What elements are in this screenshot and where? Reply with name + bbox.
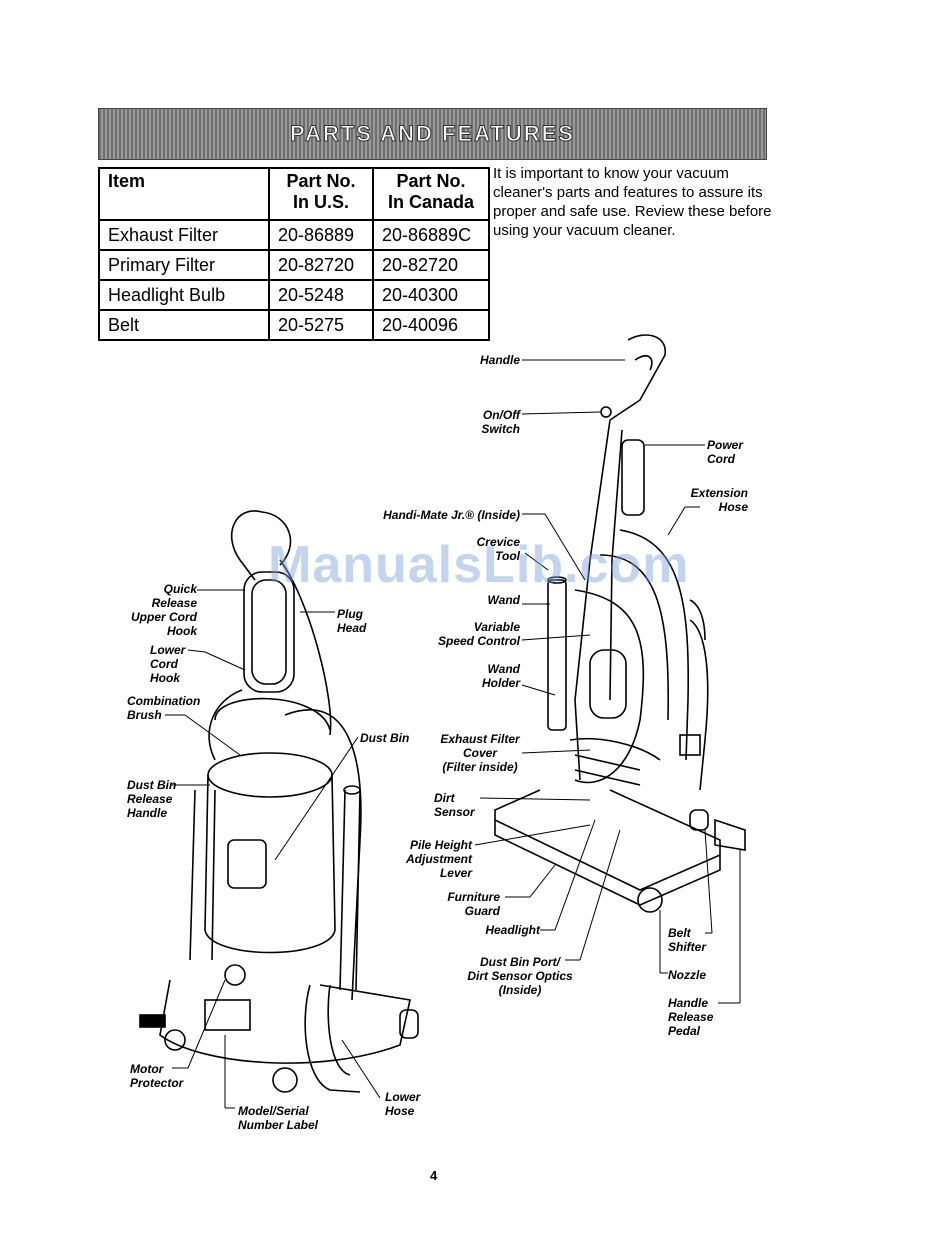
label-exhaust-filter-cover: Exhaust Filter Cover (Filter inside) bbox=[440, 732, 520, 774]
cell-canada: 20-40300 bbox=[372, 279, 490, 311]
page-number: 4 bbox=[430, 1168, 438, 1183]
leader-lines-left bbox=[165, 589, 381, 1109]
label-dust-bin: Dust Bin bbox=[360, 731, 410, 745]
col-header-us: Part No. In U.S. bbox=[268, 167, 374, 221]
parts-table: Item Part No. In U.S. Part No. In Canada… bbox=[98, 167, 490, 341]
label-model-serial: Model/Serial Number Label bbox=[238, 1104, 319, 1132]
label-dust-bin-port: Dust Bin Port/ Dirt Sensor Optics (Insid… bbox=[467, 955, 573, 997]
label-extension-hose: Extension Hose bbox=[690, 486, 748, 514]
table-row: Primary Filter 20-82720 20-82720 bbox=[98, 249, 490, 281]
label-nozzle: Nozzle bbox=[668, 968, 707, 982]
label-power-cord: Power Cord bbox=[707, 438, 744, 466]
cell-item: Exhaust Filter bbox=[98, 219, 270, 251]
col-header-item: Item bbox=[98, 167, 270, 221]
label-variable-speed: Variable Speed Control bbox=[437, 620, 520, 648]
table-header-row: Item Part No. In U.S. Part No. In Canada bbox=[98, 167, 490, 221]
label-handle: Handle bbox=[479, 353, 520, 367]
col-header-canada: Part No. In Canada bbox=[372, 167, 490, 221]
cell-canada: 20-86889C bbox=[372, 219, 490, 251]
front-vacuum-drawing bbox=[494, 334, 746, 913]
cell-item: Headlight Bulb bbox=[98, 279, 270, 311]
label-lower-hose: Lower Hose bbox=[385, 1090, 421, 1118]
label-headlight: Headlight bbox=[485, 923, 540, 937]
label-belt-shifter: Belt Shifter bbox=[668, 926, 707, 954]
label-lower-cord-hook: Lower Cord Hook bbox=[150, 643, 186, 685]
cell-item: Primary Filter bbox=[98, 249, 270, 281]
label-furniture-guard: Furniture Guard bbox=[447, 890, 500, 918]
cell-us: 20-82720 bbox=[268, 249, 374, 281]
watermark: ManualsLib.com bbox=[268, 536, 690, 594]
section-title: PARTS AND FEATURES bbox=[290, 121, 575, 147]
cell-us: 20-5248 bbox=[268, 279, 374, 311]
label-wand-holder: Wand Holder bbox=[481, 662, 520, 690]
rear-vacuum-drawing bbox=[139, 510, 419, 1093]
leader-lines-right bbox=[474, 359, 741, 1004]
label-handle-release-pedal: Handle Release Pedal bbox=[668, 996, 714, 1038]
section-banner: PARTS AND FEATURES bbox=[98, 108, 767, 160]
label-wand: Wand bbox=[487, 593, 520, 607]
label-crevice-tool: Crevice Tool bbox=[476, 535, 520, 563]
cell-canada: 20-82720 bbox=[372, 249, 490, 281]
label-motor-protector: Motor Protector bbox=[130, 1062, 184, 1090]
intro-paragraph: It is important to know your vacuum clea… bbox=[493, 165, 772, 239]
table-row: Headlight Bulb 20-5248 20-40300 bbox=[98, 279, 490, 311]
cell-canada: 20-40096 bbox=[372, 309, 490, 341]
label-dirt-sensor: Dirt Sensor bbox=[434, 791, 475, 819]
cell-us: 20-86889 bbox=[268, 219, 374, 251]
cell-item: Belt bbox=[98, 309, 270, 341]
label-handi-mate: Handi-Mate Jr.® (Inside) bbox=[383, 508, 520, 522]
label-dust-bin-release: Dust Bin Release Handle bbox=[127, 778, 177, 820]
label-combination-brush: Combination Brush bbox=[127, 694, 201, 722]
label-quick-release: Quick Release Upper Cord Hook bbox=[131, 582, 197, 638]
table-row: Belt 20-5275 20-40096 bbox=[98, 309, 490, 341]
cell-us: 20-5275 bbox=[268, 309, 374, 341]
label-on-off-switch: On/Off Switch bbox=[481, 408, 520, 436]
label-pile-height: Pile Height Adjustment Lever bbox=[406, 838, 472, 880]
table-row: Exhaust Filter 20-86889 20-86889C bbox=[98, 219, 490, 251]
label-plug-head: Plug Head bbox=[337, 607, 367, 635]
